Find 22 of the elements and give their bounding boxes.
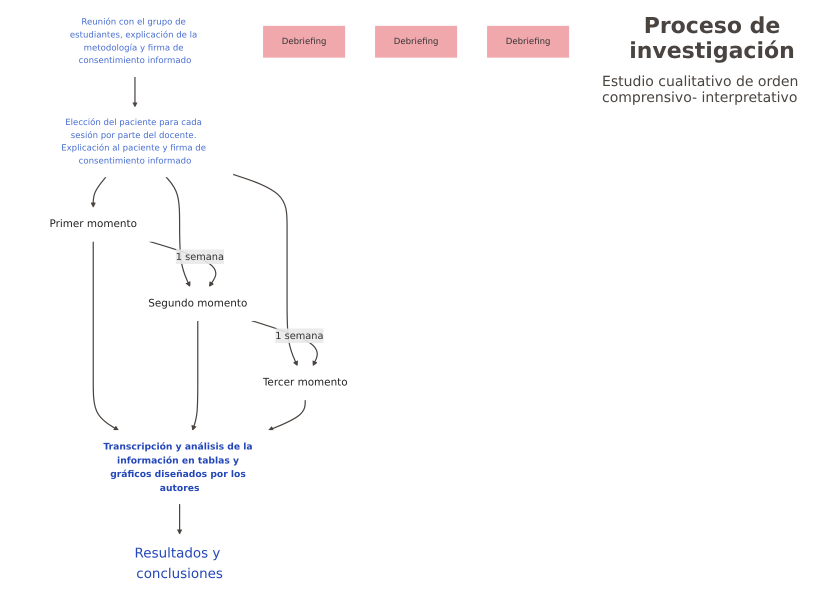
node-text: Reunión con el grupo de estudiantes, explicación de la metodología y firma de consentimiento informado: [70, 17, 198, 66]
arrow: [268, 400, 306, 432]
node-box: Debriefing: [487, 26, 570, 58]
edge-label: 1 semana: [176, 250, 224, 262]
diagram-title: Proceso de investigación: [628, 14, 796, 64]
arrow: [90, 176, 106, 208]
edge-label: 1 semana: [275, 330, 324, 342]
node-text: Segundo momento: [148, 297, 248, 310]
node-text: Tercer momento: [262, 376, 348, 389]
arrow: [92, 241, 119, 431]
node-box: Debriefing: [263, 26, 346, 58]
node-text: Transcripción y análisis de la información en tablas y gráficos diseñados por los autores: [103, 440, 253, 494]
node-text: Primer momento: [50, 218, 137, 230]
arrow: [192, 320, 198, 431]
node-text: Resultados y conclusiones: [134, 546, 223, 582]
arrow: [232, 174, 298, 366]
arrow: [132, 76, 138, 108]
node-text: Elección del paciente para cada sesión por parte del docente. Explicación al paciente y firma de consentimiento informado: [61, 118, 206, 166]
arrow: [166, 176, 190, 287]
note-text: Estudio cualitativo de orden comprensivo- interpretativo: [602, 74, 800, 106]
node-box: Debriefing: [375, 26, 458, 58]
arrow: [176, 504, 182, 535]
